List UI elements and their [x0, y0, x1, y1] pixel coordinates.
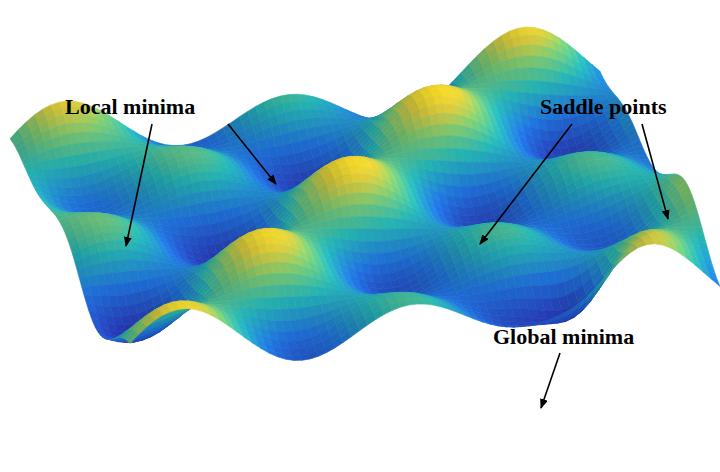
stage: Local minimaSaddle pointsGlobal minima — [0, 0, 720, 472]
